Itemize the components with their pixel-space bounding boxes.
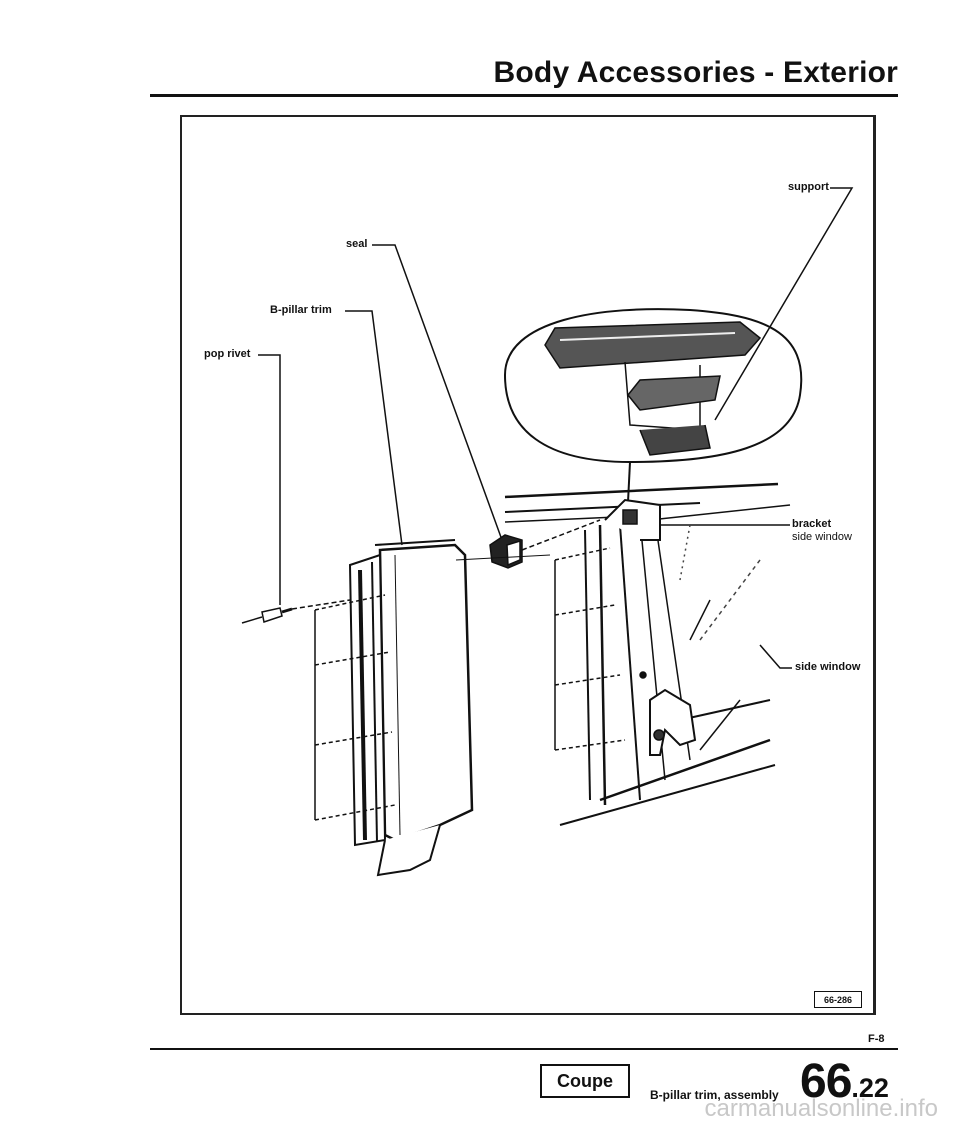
page-title: Body Accessories - Exterior: [493, 56, 898, 89]
label-support: support: [788, 181, 829, 193]
watermark: carmanualsonline.info: [704, 1095, 938, 1122]
footer-caption: B-pillar trim, assembly: [650, 1088, 779, 1102]
label-pop-rivet: pop rivet: [204, 348, 251, 360]
label-bracket-side-window: side window: [792, 531, 852, 543]
title-rule: [150, 94, 898, 97]
figure-reference: F-8: [868, 1033, 885, 1045]
b-pillar-trim-leader: [345, 310, 403, 546]
diagram-frame: [180, 115, 876, 1015]
label-b-pillar-trim: B-pillar trim: [270, 304, 332, 316]
pop-rivet-leader: [258, 354, 281, 605]
page-number-minor: .22: [851, 1073, 889, 1103]
label-seal: seal: [346, 238, 368, 250]
figure-code: 66-286: [814, 991, 862, 1008]
page-number-major: 66: [800, 1055, 852, 1108]
footer-rule: [150, 1048, 898, 1050]
label-bracket: bracket: [792, 518, 832, 530]
support-detail-magnifier: [503, 308, 803, 464]
label-side-window: side window: [795, 661, 861, 673]
model-badge: Coupe: [540, 1064, 630, 1098]
support-leader: [714, 187, 854, 421]
page-number: 66.22: [800, 1054, 889, 1109]
seal-leader: [372, 244, 503, 541]
magnifier-pointer: [627, 461, 631, 503]
side-window-leader: [759, 644, 792, 669]
